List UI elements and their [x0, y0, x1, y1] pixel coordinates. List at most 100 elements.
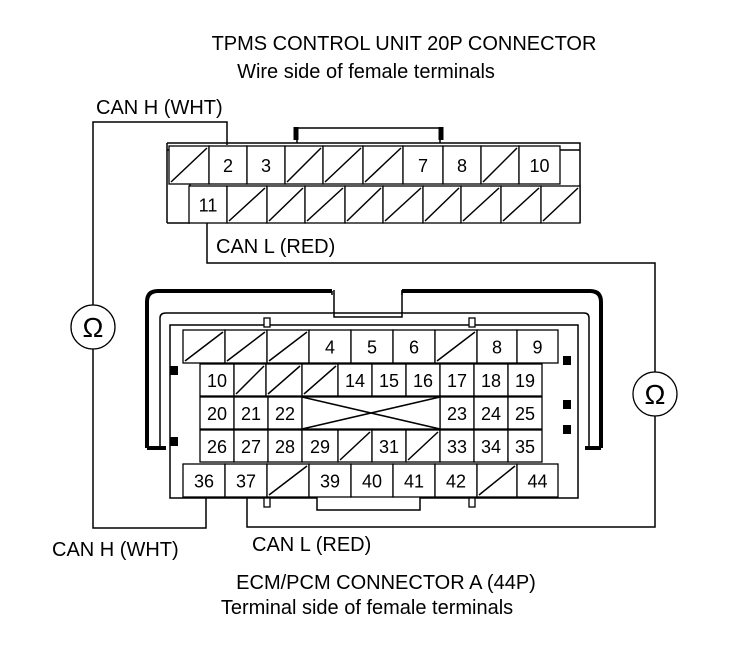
terminal-cell: [308, 329, 352, 364]
unused-terminal-slash: [542, 187, 579, 222]
terminal-cell: [233, 429, 269, 463]
unused-terminal-slash: [184, 331, 224, 362]
terminal-number: 34: [481, 437, 501, 457]
terminal-cell: [337, 363, 373, 397]
terminal-cell: [267, 396, 303, 430]
terminal-number: 2: [223, 156, 233, 176]
terminal-cell: [507, 429, 543, 463]
terminal-number: 9: [532, 338, 542, 358]
terminal-cell: [301, 429, 339, 463]
terminal-number: 25: [515, 404, 535, 424]
unused-terminal-slash: [306, 187, 344, 222]
bottom-connector-subtitle: Terminal side of female terminals: [221, 597, 513, 619]
unused-terminal-slash: [286, 147, 322, 183]
terminal-number: 8: [457, 156, 467, 176]
terminal-number: 36: [194, 472, 214, 492]
ohm-icon: [70, 304, 116, 350]
terminal-number: 42: [446, 472, 466, 492]
unused-terminal-slash: [346, 187, 382, 222]
terminal-cell: [208, 145, 248, 185]
terminal-cell: [434, 463, 478, 498]
terminal-number: 29: [310, 437, 330, 457]
terminal-number: 19: [515, 371, 535, 391]
ohm-icon: [632, 371, 678, 417]
unused-terminal-slash: [339, 431, 371, 461]
terminal-number: 6: [409, 338, 419, 358]
key-notch: [563, 400, 571, 409]
terminal-number: 23: [447, 404, 467, 424]
terminal-cell: [233, 396, 269, 430]
terminal-number: 33: [447, 437, 467, 457]
terminal-number: 39: [320, 472, 340, 492]
terminal-number: 4: [325, 338, 335, 358]
terminal-number: 11: [199, 196, 218, 216]
unused-terminal-slash: [424, 187, 460, 222]
label-can-l-bottom: CAN L (RED): [252, 534, 371, 556]
top-connector-title: TPMS CONTROL UNIT 20P CONNECTOR: [212, 33, 597, 55]
bottom-connector-housing: [145, 289, 603, 448]
terminal-cell: [516, 329, 559, 364]
terminal-number: 40: [362, 472, 382, 492]
terminal-cell: [442, 145, 482, 185]
ohm-symbol-right: Ω: [645, 379, 666, 410]
unused-terminal-slash: [478, 465, 516, 496]
wiring: [92, 121, 656, 529]
label-can-l-top: CAN L (RED): [216, 236, 335, 258]
terminal-number: 27: [241, 437, 261, 457]
ohmmeter-right: Ω: [632, 371, 678, 417]
ohm-symbol-left: Ω: [83, 312, 104, 343]
unused-terminal-slash: [228, 187, 266, 222]
wire-can-l-bottom: [246, 416, 656, 528]
unused-terminal-slash: [462, 187, 500, 222]
terminal-cell: [182, 463, 226, 498]
terminal-number: 21: [241, 404, 261, 424]
terminal-cell: [402, 145, 444, 185]
wire-can-h-bottom: [92, 349, 207, 529]
terminal-number: 35: [515, 437, 535, 457]
wire-can-h-top: [92, 121, 228, 305]
terminal-number: 18: [481, 371, 501, 391]
terminal-number: 8: [492, 338, 502, 358]
terminal-number: 7: [418, 156, 428, 176]
unused-terminal-slash: [226, 331, 266, 362]
unused-terminal-slash: [324, 147, 362, 183]
unused-terminal-slash: [268, 331, 308, 362]
key-notch: [170, 437, 178, 446]
terminal-number: 26: [207, 437, 227, 457]
terminal-cell: [350, 463, 394, 498]
unused-terminal-slash: [267, 365, 301, 395]
top-connector-subtitle: Wire side of female terminals: [237, 61, 495, 83]
terminal-cell: [405, 363, 441, 397]
wire-can-l-top: [206, 223, 656, 372]
key-notch: [563, 356, 571, 365]
unused-terminal-slash: [407, 431, 439, 461]
unused-terminal-slash: [384, 187, 422, 222]
terminal-cell: [188, 185, 228, 224]
terminal-number: 10: [207, 371, 227, 391]
terminal-cell: [199, 396, 235, 430]
terminal-cell: [516, 463, 559, 498]
terminal-number: 3: [261, 156, 271, 176]
terminal-cell: [518, 145, 561, 185]
ohmmeter-left: Ω: [70, 304, 116, 350]
terminal-number: 14: [345, 371, 365, 391]
key-notch: [170, 366, 178, 375]
unused-terminal-slash: [268, 187, 304, 222]
terminal-cell: [199, 363, 235, 397]
terminal-number: 5: [367, 338, 377, 358]
terminal-cell: [507, 363, 543, 397]
terminal-number: 31: [379, 437, 399, 457]
terminal-cell: [371, 429, 407, 463]
label-can-h-top: CAN H (WHT): [96, 97, 223, 119]
key-notch: [563, 425, 571, 434]
top-connector-tab: [296, 127, 441, 143]
unused-terminal-slash: [364, 147, 402, 183]
terminal-cell: [473, 396, 509, 430]
bottom-connector-tab: [333, 290, 403, 318]
terminal-number: 15: [379, 371, 399, 391]
unused-terminal-slash: [502, 187, 540, 222]
